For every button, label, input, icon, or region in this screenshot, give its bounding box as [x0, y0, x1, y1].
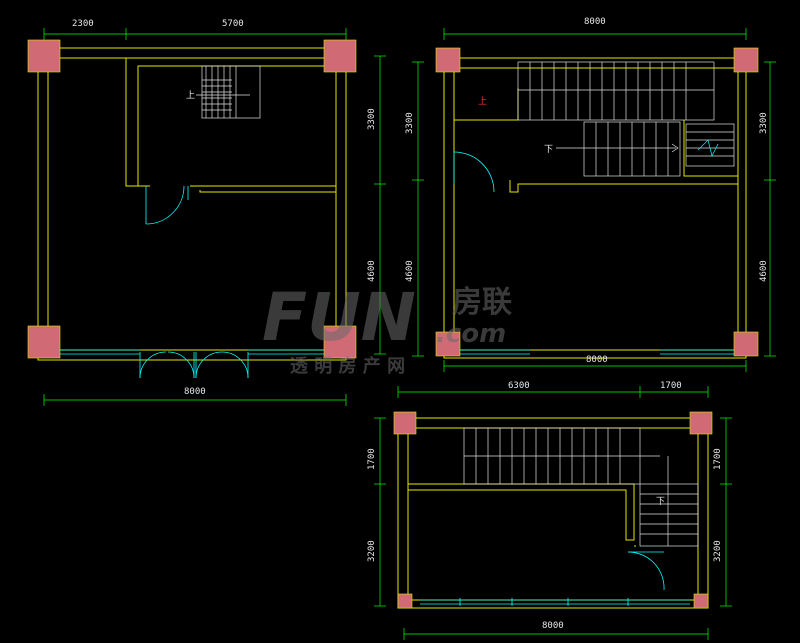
dim-right-2: 3200 [713, 540, 723, 562]
floor-plan-top-right: 上 下 8000 3300 4600 3300 4600 8000 [405, 17, 776, 372]
dim-top: 8000 [584, 17, 606, 27]
stair-up-label: 上 [186, 90, 195, 101]
dim-bottom: 8000 [542, 621, 564, 631]
columns [435, 47, 759, 357]
dimension-lines [374, 386, 732, 640]
dim-top-2: 5700 [222, 19, 244, 29]
dim-bottom: 8000 [586, 355, 608, 365]
stair-down-label: 下 [544, 145, 553, 155]
floor-plan-bottom: 下 6300 1700 1700 3200 1700 3200 8000 [367, 381, 732, 640]
dim-top-2: 1700 [660, 381, 682, 391]
dim-right-1: 3300 [759, 112, 769, 134]
dim-right-2: 4600 [759, 260, 769, 282]
dim-top-1: 6300 [508, 381, 530, 391]
dim-left-1: 3300 [405, 112, 415, 134]
dim-right-1: 3300 [367, 108, 377, 130]
walls [397, 417, 709, 609]
interior-door [453, 151, 495, 193]
dim-bottom: 8000 [184, 387, 206, 397]
stair-up-label: 上 [478, 96, 487, 107]
dimension-lines [43, 28, 386, 406]
dim-left-2: 4600 [405, 260, 415, 282]
dim-right-2: 4600 [367, 260, 377, 282]
stair [517, 61, 735, 177]
storefront [60, 349, 324, 379]
dim-top-1: 2300 [72, 19, 94, 29]
watermark-sub: 透 明 房 产 网 [290, 355, 405, 377]
stair [196, 65, 261, 119]
interior-door [627, 551, 665, 591]
dim-left-1: 1700 [367, 448, 377, 470]
walls [443, 57, 747, 359]
interior-door [145, 185, 189, 225]
columns [27, 39, 357, 359]
columns [393, 411, 713, 609]
floor-plan-top-left: 上 2300 5700 [27, 19, 386, 406]
watermark-cn: 房联 [452, 285, 512, 320]
stair [463, 427, 699, 547]
stair-down-label: 下 [656, 497, 665, 507]
watermark-suffix: .com [436, 319, 506, 349]
dimension-lines [412, 28, 776, 372]
dim-right-1: 1700 [713, 448, 723, 470]
watermark: FUN 房联 .com 透 明 房 产 网 [262, 279, 512, 377]
storefront-windows [420, 598, 690, 606]
walls [37, 47, 347, 361]
dim-left-2: 3200 [367, 540, 377, 562]
watermark-logo: FUN [262, 279, 416, 356]
windows [460, 349, 734, 355]
